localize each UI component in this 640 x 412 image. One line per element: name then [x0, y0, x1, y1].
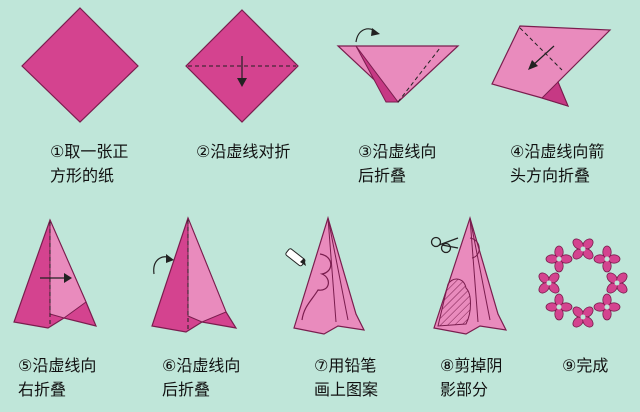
step-2-caption: ②沿虚线对折 [196, 142, 291, 161]
step-3-figure [336, 28, 460, 103]
step-7-caption: ⑦用铅笔画上图案 [314, 356, 379, 399]
flower-2 [593, 293, 621, 321]
step-4-caption: ④沿虚线向箭头方向折叠 [510, 142, 605, 185]
flower-3 [572, 306, 594, 328]
step-6-caption: ⑥沿虚线向后折叠 [162, 356, 241, 399]
flower-8 [593, 245, 621, 273]
step-1-figure [21, 7, 139, 123]
step-3-caption: ③沿虚线向后折叠 [358, 142, 437, 185]
scissors-icon [430, 236, 459, 254]
step-9-figure [538, 238, 628, 328]
pencil-icon [285, 248, 306, 267]
flower-4 [545, 293, 573, 321]
flower-6 [545, 245, 573, 273]
step-7-figure [285, 215, 366, 335]
step-2-figure [185, 9, 299, 123]
flower-7 [572, 238, 594, 260]
step-4-figure [491, 25, 612, 107]
step-8-figure [430, 215, 508, 335]
step-6-figure [151, 216, 238, 333]
step-1-caption: ①取一张正方形的纸 [50, 142, 129, 185]
step-5-figure [13, 218, 98, 329]
step-5-caption: ⑤沿虚线向右折叠 [18, 356, 97, 399]
step-8-caption: ⑧剪掉阴影部分 [440, 356, 503, 399]
flower-5 [538, 272, 560, 294]
flower-1 [606, 272, 628, 294]
step-9-caption: ⑨完成 [562, 356, 609, 375]
ring-center [563, 263, 603, 303]
